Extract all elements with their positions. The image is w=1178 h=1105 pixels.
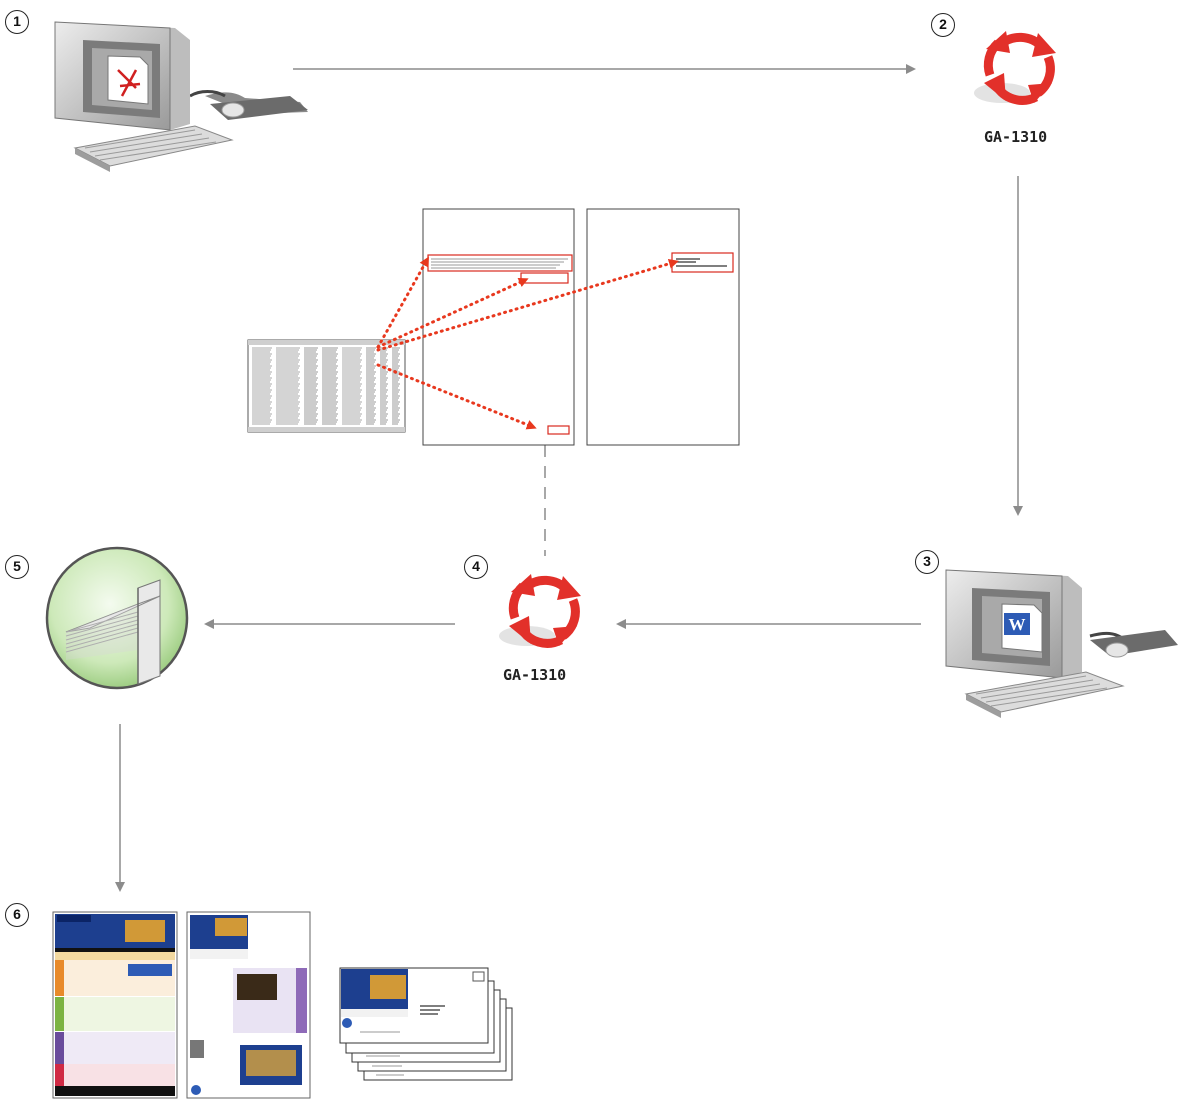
server-label-step-4: GA-1310 (503, 666, 567, 684)
step-2-number: 2 (931, 13, 955, 37)
step-3-number: 3 (915, 550, 939, 574)
data-spreadsheet (247, 339, 406, 433)
printed-documents-icon (52, 911, 513, 1099)
server-label-step-2: GA-1310 (984, 128, 1048, 146)
printed-brochure-2 (186, 911, 311, 1099)
paper-stack-icon (45, 546, 189, 690)
step-6-number: 6 (5, 903, 29, 927)
template-page-front (422, 208, 575, 446)
step-5-number: 5 (5, 555, 29, 579)
step-1-number: 1 (5, 10, 29, 34)
merge-field-links (376, 256, 679, 430)
server-cycle-icon (499, 574, 581, 648)
step-4-number: 4 (464, 555, 488, 579)
svg-text:W: W (1009, 615, 1026, 634)
server-cycle-icon (974, 31, 1056, 105)
printed-brochure-1 (52, 911, 178, 1099)
field-box-footer (547, 425, 570, 435)
computer-word-icon: W (945, 569, 1178, 718)
computer-acrobat-icon (54, 21, 308, 172)
printed-postcards-stack (339, 967, 513, 1081)
template-page-back (586, 208, 740, 446)
